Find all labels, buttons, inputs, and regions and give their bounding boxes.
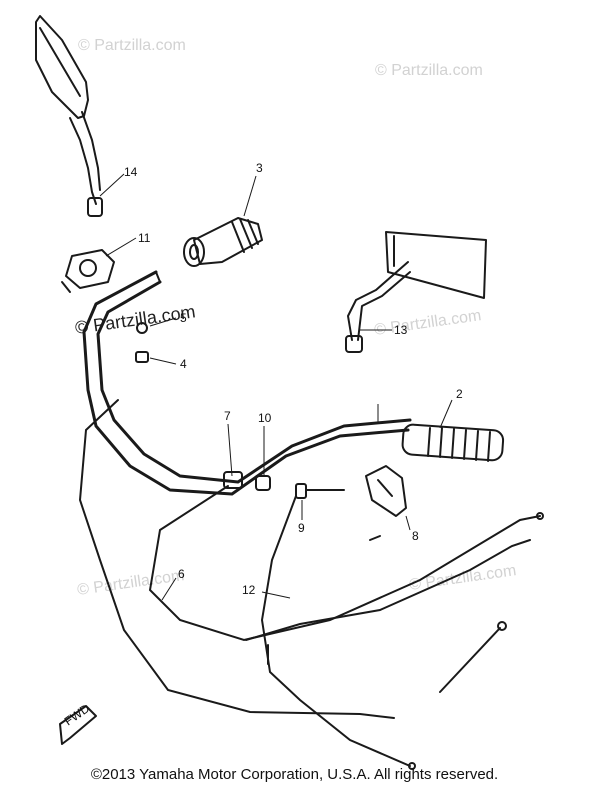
callout-9: 9	[298, 521, 305, 535]
callout-13: 13	[394, 323, 408, 337]
callout-12: 12	[242, 583, 256, 597]
small-hardware	[135, 322, 345, 499]
left-mirror	[35, 15, 103, 217]
watermark-center: © Partzilla.com	[74, 301, 197, 338]
callout-7: 7	[224, 409, 231, 423]
callout-5: 5	[180, 311, 187, 325]
callout-11: 11	[138, 231, 151, 245]
fwd-label: FWD	[62, 701, 93, 728]
callout-4: 4	[180, 357, 187, 371]
forward-direction-arrow: FWD	[59, 701, 97, 745]
left-switch	[61, 249, 115, 293]
callout-8: 8	[412, 529, 419, 543]
handlebar	[82, 270, 505, 496]
callout-labels: 2 3 4 5 6 7 8 9 10 11 12 13 14	[124, 161, 463, 597]
watermark-top-right: © Partzilla.com	[375, 62, 483, 79]
callout-10: 10	[258, 411, 272, 425]
right-mirror	[345, 231, 487, 353]
leader-lines	[99, 173, 453, 601]
callout-3: 3	[256, 161, 263, 175]
callout-6: 6	[178, 567, 185, 581]
copyright-notice: ©2013 Yamaha Motor Corporation, U.S.A. A…	[90, 766, 499, 783]
watermark-top-left: © Partzilla.com	[78, 37, 186, 54]
watermark-right-middle: © Partzilla.com	[373, 307, 482, 339]
cables	[78, 399, 544, 770]
watermark-left-bottom: © Partzilla.com	[76, 567, 185, 599]
callout-2: 2	[456, 387, 463, 401]
callout-14: 14	[124, 165, 138, 179]
right-switch	[365, 465, 407, 517]
throttle-grip	[183, 217, 263, 267]
